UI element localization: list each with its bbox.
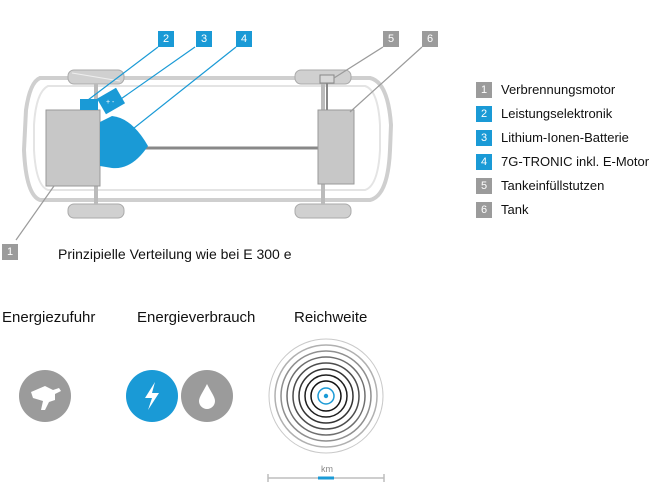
- svg-text:+ -: + -: [106, 99, 115, 106]
- tank-filler-neck: [319, 74, 335, 84]
- car-body-outline: [21, 76, 394, 202]
- legend-badge: 2: [476, 106, 492, 122]
- legend-label: Leistungselektronik: [501, 106, 613, 121]
- callout-5: 5: [383, 31, 399, 47]
- legend-label: Tankeinfüllstutzen: [501, 178, 605, 193]
- callout-4: 4: [236, 31, 252, 47]
- callout-1: 1: [2, 244, 18, 260]
- legend-badge: 1: [476, 82, 492, 98]
- legend-badge: 6: [476, 202, 492, 218]
- energy-consumption-title: Energieverbrauch: [137, 309, 256, 326]
- legend-label: Verbrennungsmotor: [501, 82, 616, 97]
- fuel-nozzle-icon: [19, 370, 71, 422]
- callout-3: 3: [196, 31, 212, 47]
- legend-label: 7G-TRONIC inkl. E-Motor: [501, 154, 650, 169]
- range-scale-bar: [267, 474, 385, 482]
- callout-2: 2: [158, 31, 174, 47]
- wheel-rear-bottom: [294, 203, 352, 219]
- drop-icon: [181, 370, 233, 422]
- legend-label: Lithium-Ionen-Batterie: [501, 130, 629, 145]
- legend-badge: 5: [476, 178, 492, 194]
- concentric-circles-icon: [268, 338, 384, 454]
- energy-supply-title: Energiezufuhr: [2, 309, 96, 326]
- range-title: Reichweite: [294, 309, 368, 326]
- legend-badge: 3: [476, 130, 492, 146]
- legend-badge: 4: [476, 154, 492, 170]
- wheel-front-bottom: [67, 203, 125, 219]
- lithium-ion-battery: + -: [96, 87, 126, 115]
- diagram-caption: Prinzipielle Verteilung wie bei E 300 e: [58, 246, 292, 262]
- callout-6: 6: [422, 31, 438, 47]
- wheel-front-top: [67, 69, 125, 85]
- car-diagram: + -: [15, 46, 423, 241]
- range-unit-label: km: [321, 464, 333, 474]
- legend-label: Tank: [501, 202, 529, 217]
- combustion-engine: [45, 109, 101, 187]
- fuel-tank: [317, 109, 355, 185]
- power-electronics: [80, 99, 98, 110]
- transmission-e-motor: [100, 116, 148, 169]
- lightning-icon: [126, 370, 178, 422]
